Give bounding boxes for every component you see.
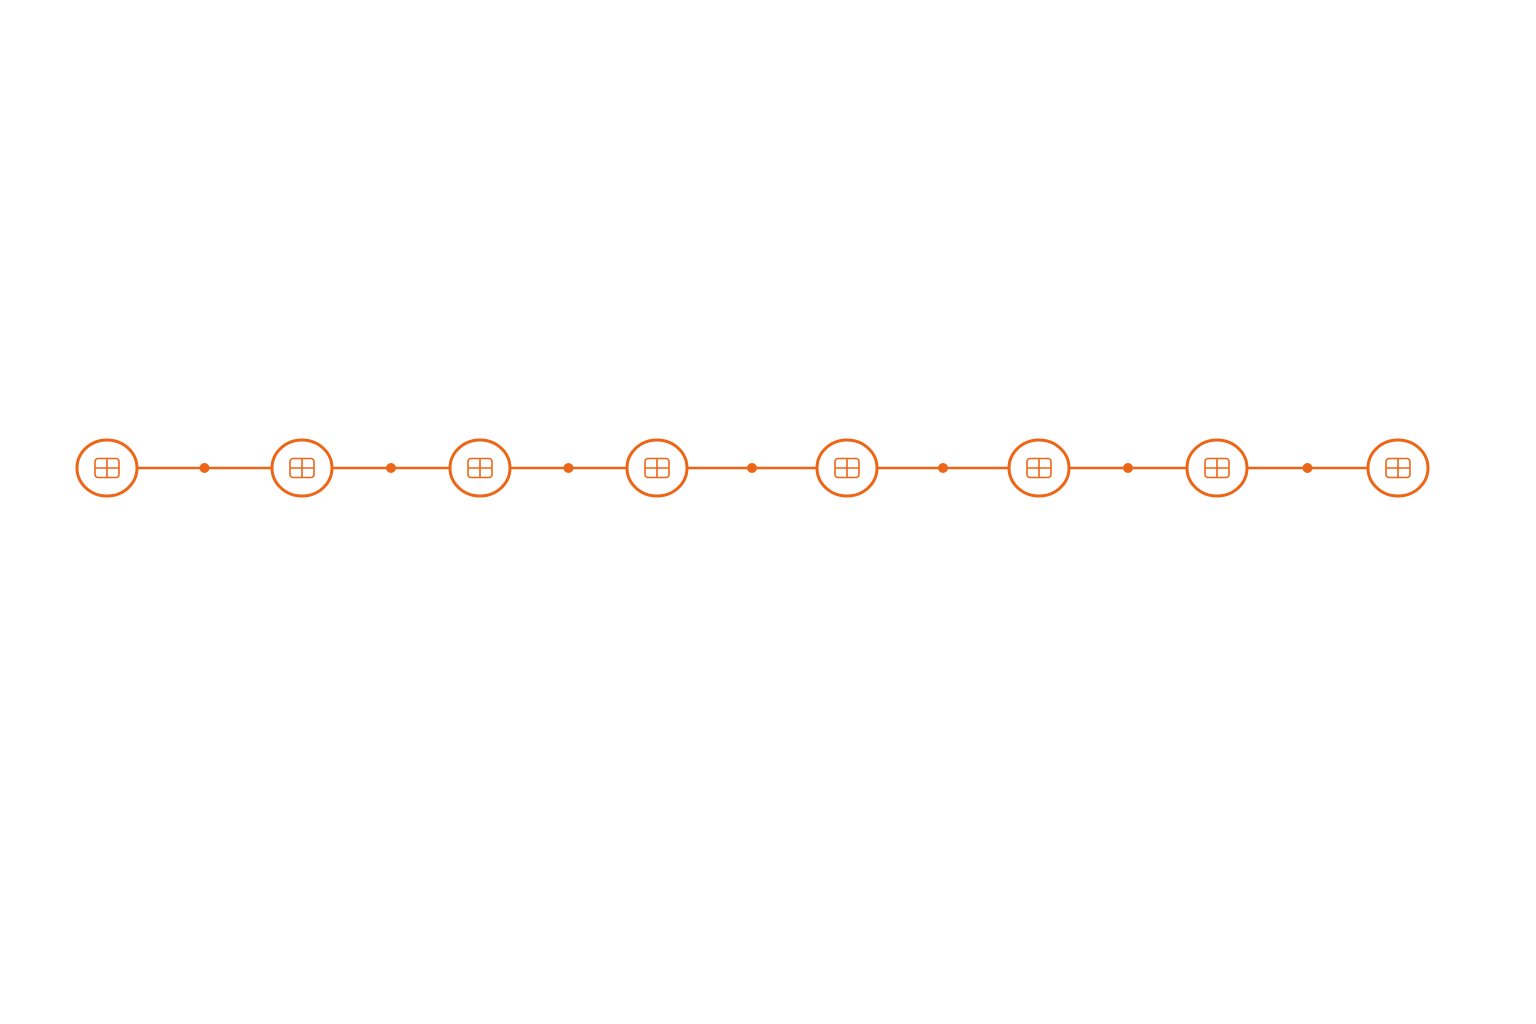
grid-icon: [94, 457, 120, 479]
chain-node[interactable]: [1185, 438, 1249, 498]
connector-dot: [747, 463, 757, 473]
grid-icon: [644, 457, 670, 479]
chain-node[interactable]: [75, 438, 139, 498]
grid-icon: [289, 457, 315, 479]
chain-node[interactable]: [270, 438, 334, 498]
chain-node[interactable]: [625, 438, 689, 498]
connectors: [137, 463, 1368, 473]
grid-icon: [1385, 457, 1411, 479]
grid-icon: [1026, 457, 1052, 479]
chain-node[interactable]: [448, 438, 512, 498]
grid-icon: [834, 457, 860, 479]
chain-node[interactable]: [1007, 438, 1071, 498]
connector-dot: [1123, 463, 1133, 473]
connector-dot: [563, 463, 574, 473]
chain-node[interactable]: [1366, 438, 1430, 498]
connector-dot: [199, 463, 210, 473]
chain-node[interactable]: [815, 438, 879, 498]
nodes: [75, 438, 1430, 498]
grid-icon: [467, 457, 493, 479]
grid-icon: [1204, 457, 1230, 479]
connector-dot: [938, 463, 948, 473]
connector-dot: [1302, 463, 1313, 473]
connector-dot: [386, 463, 396, 473]
